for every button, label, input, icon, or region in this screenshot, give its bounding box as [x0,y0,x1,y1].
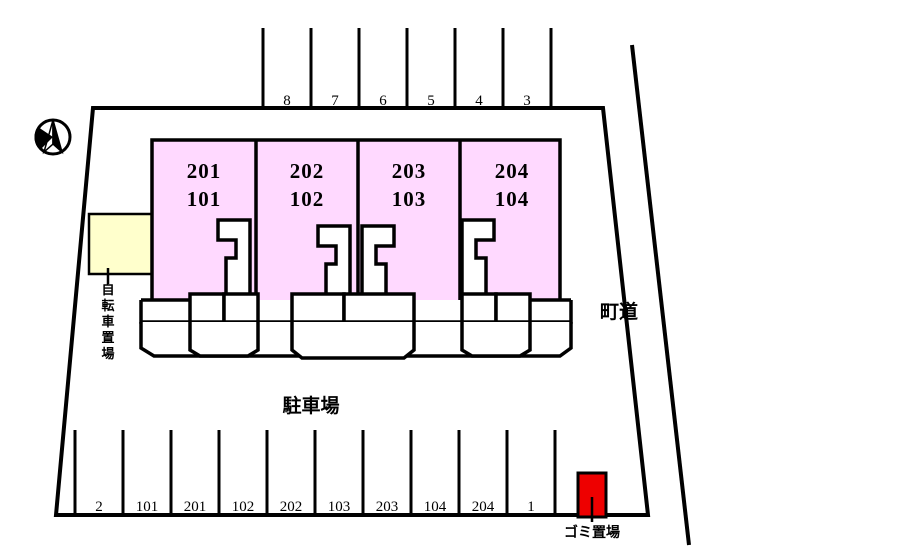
unit-upper-label-3: 204 [495,159,530,183]
unit-upper-label-2: 203 [392,159,427,183]
parking-row-bottom: 2 101 201 102 202 103 203 104 204 1 [73,430,557,515]
parking-stall-label-top-4: 4 [475,93,483,109]
parking-stall-label-bottom-8: 204 [472,499,495,515]
porch-box [342,292,416,324]
bicycle-parking-rect [87,212,155,276]
town-road-edge [630,44,691,546]
apron-box [460,322,532,358]
porch-box [222,292,260,324]
parking-lot-label: 駐車場 [282,394,339,417]
town-road-outer-line [630,44,691,546]
parking-stall-label-bottom-3: 102 [232,499,255,515]
bicycle-parking-area: 自 転 車 置 場 [87,212,155,362]
unit-lower-label-0: 101 [187,187,222,211]
apartment-building: 201 101 202 102 203 103 204 104 [139,138,573,360]
porch-box [290,292,346,324]
parking-stall-label-top-5: 3 [523,93,531,109]
stair-void-unit-2 [360,224,396,302]
parking-stall-label-bottom-0: 2 [95,499,103,515]
trash-area: ゴミ置場 [564,471,620,541]
unit-lower-label-3: 104 [495,187,530,211]
parking-stall-label-top-2: 6 [379,93,387,109]
stair-void-unit-0 [216,218,252,302]
parking-stall-label-top-1: 7 [331,93,339,109]
parking-stall-label-bottom-5: 103 [328,499,351,515]
porch-box [494,292,532,324]
parking-stall-label-bottom-4: 202 [280,499,303,515]
porch-box [460,292,498,324]
bicycle-label-ch-3: 置 [101,331,114,346]
bicycle-label-ch-1: 転 [101,298,114,314]
unit-lower-label-2: 103 [392,187,427,211]
porch-box [188,292,226,324]
parking-stall-label-top-0: 8 [283,93,291,109]
parking-stall-label-top-3: 5 [427,93,435,109]
parking-stall-label-bottom-2: 201 [184,499,207,515]
unit-upper-label-1: 202 [290,159,325,183]
town-road-label: 町道 [600,300,638,323]
parking-stall-label-bottom-9: 1 [527,499,535,515]
bicycle-label-ch-0: 自 [101,282,114,298]
north-arrow-icon [34,118,72,156]
parking-stall-label-bottom-6: 203 [376,499,399,515]
trash-area-label: ゴミ置場 [564,524,620,541]
stair-void-unit-1 [316,224,352,302]
parking-stall-label-bottom-7: 104 [424,499,447,515]
bicycle-label-ch-2: 車 [101,314,114,330]
parking-row-top: 8 7 6 5 4 3 [261,28,553,109]
unit-upper-label-0: 201 [187,159,222,183]
property-boundary [53,106,651,517]
parking-stall-label-bottom-1: 101 [136,499,159,515]
apron-box [188,322,260,358]
property-outline [53,106,651,517]
apron-box [290,322,416,360]
unit-lower-label-1: 102 [290,187,325,211]
bicycle-label-ch-4: 場 [101,346,114,362]
